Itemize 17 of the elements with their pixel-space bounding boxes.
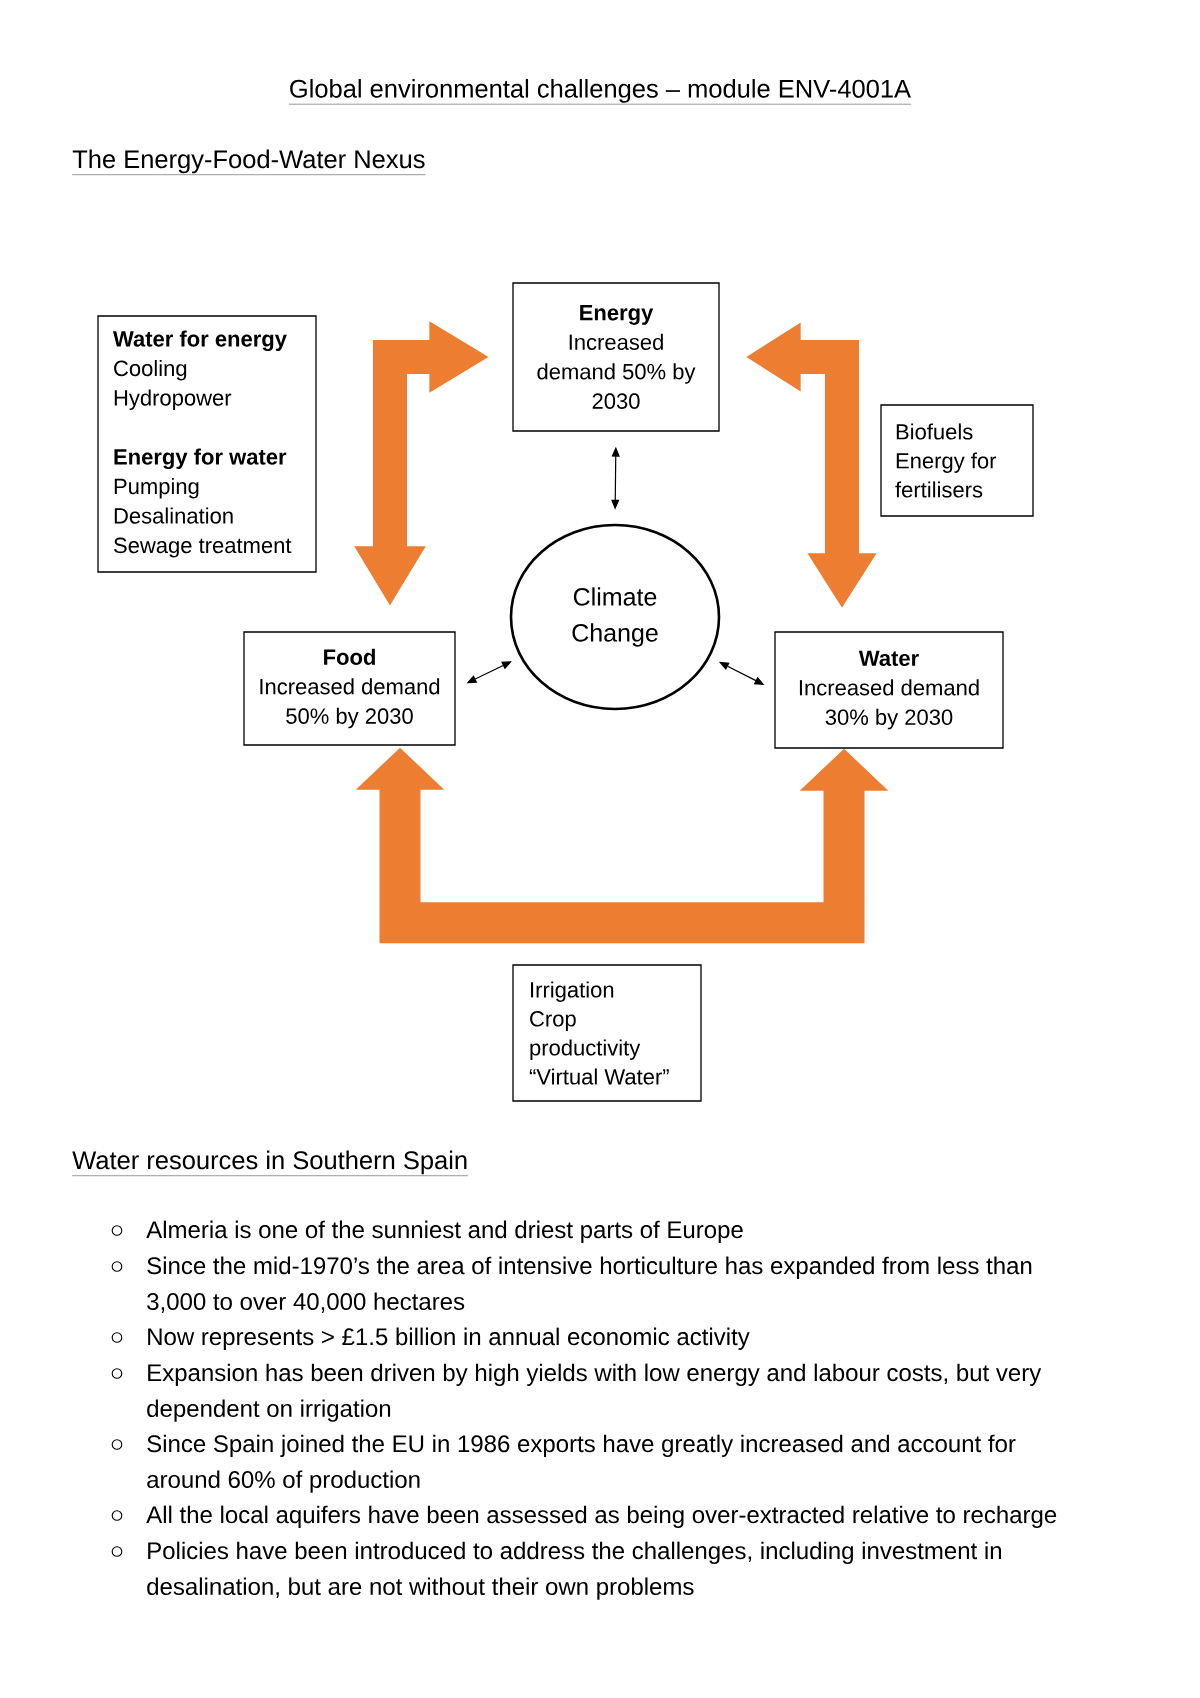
section-heading: Water resources in Southern Spain [72, 1150, 469, 1176]
list-item-text: Policies have been introduced to address the challenges, including investment in desalination, but are not without their own problems [147, 1541, 1001, 1600]
text-box: Water for energy Cooling Hydropower Energy for water Pumping Desalination Sewage treatment [97, 315, 317, 573]
ellipse-node: Climate Change [509, 523, 721, 711]
list-item-text: Since the mid-1970’s the area of intensive horticulture has expanded from less than 3,000 to over 40,000 hectares [147, 1256, 1032, 1313]
text-box: Energy Increased demand 50% by 2030 [512, 282, 720, 432]
section-heading: The Energy-Food-Water Nexus [72, 149, 426, 175]
text-box: Food Increased demand 50% by 2030 [243, 631, 456, 746]
text-box: Biofuels Energy for fertilisers [880, 404, 1034, 517]
page-title: Global environmental challenges – module ENV-4001A [288, 79, 912, 105]
text-box: Water Increased demand 30% by 2030 [774, 631, 1004, 749]
list-item-text: All the local aquifers have been assessed as being over-extracted relative to recharge [146, 1505, 1057, 1528]
list-item-text: Almeria is one of the sunniest and driest parts of Europe [146, 1220, 743, 1243]
text-box: Irrigation Crop productivity “Virtual Water” [512, 964, 702, 1102]
list-item-text: Now represents > £1.5 billion in annual economic activity [148, 1327, 750, 1350]
list-item-text: Since Spain joined the EU in 1986 exports have greatly increased and account for around 60% of production [147, 1434, 1016, 1493]
list-item-text: Expansion has been driven by high yields with low energy and labour costs, but very dependent on irrigation [147, 1363, 1042, 1422]
